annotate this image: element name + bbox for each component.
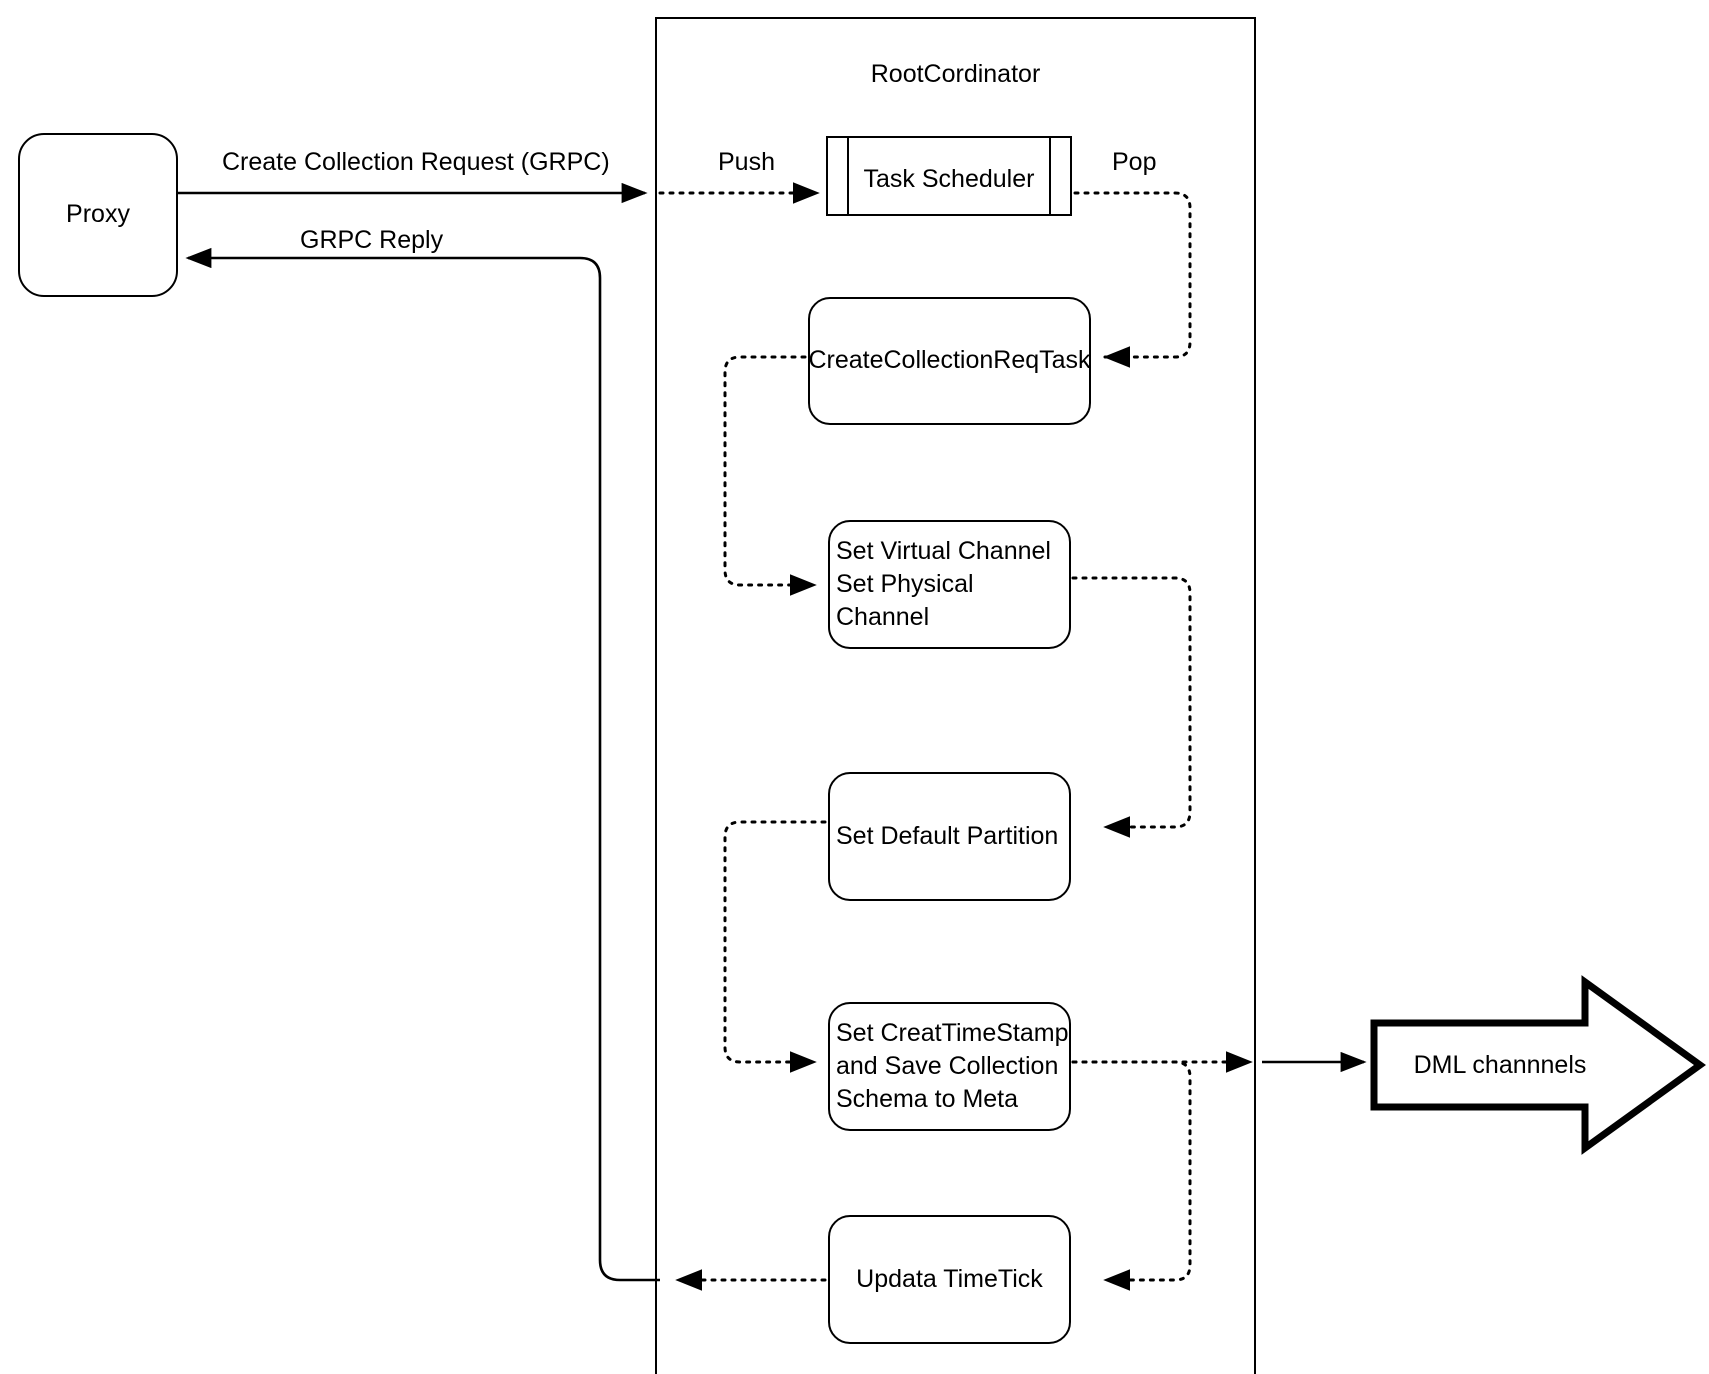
node-set-channels-label: Set Virtual Channel Set Physical Channel bbox=[836, 536, 1051, 632]
node-create-collection-req-task-label: CreateCollectionReqTask bbox=[808, 346, 1091, 375]
edge-label-grpc-reply: GRPC Reply bbox=[300, 226, 444, 254]
node-dml-channels-label: DML channnels bbox=[1413, 1051, 1587, 1079]
task-scheduler-divider-right bbox=[1049, 138, 1051, 214]
node-set-channels[interactable]: Set Virtual Channel Set Physical Channel bbox=[828, 520, 1071, 649]
task-scheduler-divider-left bbox=[847, 138, 849, 214]
node-set-default-partition-label: Set Default Partition bbox=[836, 821, 1059, 850]
node-proxy-label: Proxy bbox=[66, 200, 130, 229]
rootcoordinator-title: RootCordinator bbox=[870, 60, 1041, 88]
node-set-default-partition[interactable]: Set Default Partition bbox=[828, 772, 1071, 901]
node-task-scheduler[interactable]: Task Scheduler bbox=[826, 136, 1072, 216]
node-set-creat-timestamp-label: Set CreatTimeStamp and Save Collection S… bbox=[836, 1018, 1069, 1114]
node-task-scheduler-label: Task Scheduler bbox=[863, 165, 1035, 193]
edge-label-push: Push bbox=[718, 148, 775, 176]
rootcoordinator-container bbox=[655, 17, 1256, 1374]
node-set-creat-timestamp[interactable]: Set CreatTimeStamp and Save Collection S… bbox=[828, 1002, 1071, 1131]
node-create-collection-req-task[interactable]: CreateCollectionReqTask bbox=[808, 297, 1091, 425]
edge-label-create-collection-request: Create Collection Request (GRPC) bbox=[222, 148, 610, 176]
node-proxy[interactable]: Proxy bbox=[18, 133, 178, 297]
node-updata-timetick-label: Updata TimeTick bbox=[856, 1264, 1043, 1293]
node-updata-timetick[interactable]: Updata TimeTick bbox=[828, 1215, 1071, 1344]
edge-label-pop: Pop bbox=[1112, 148, 1157, 176]
